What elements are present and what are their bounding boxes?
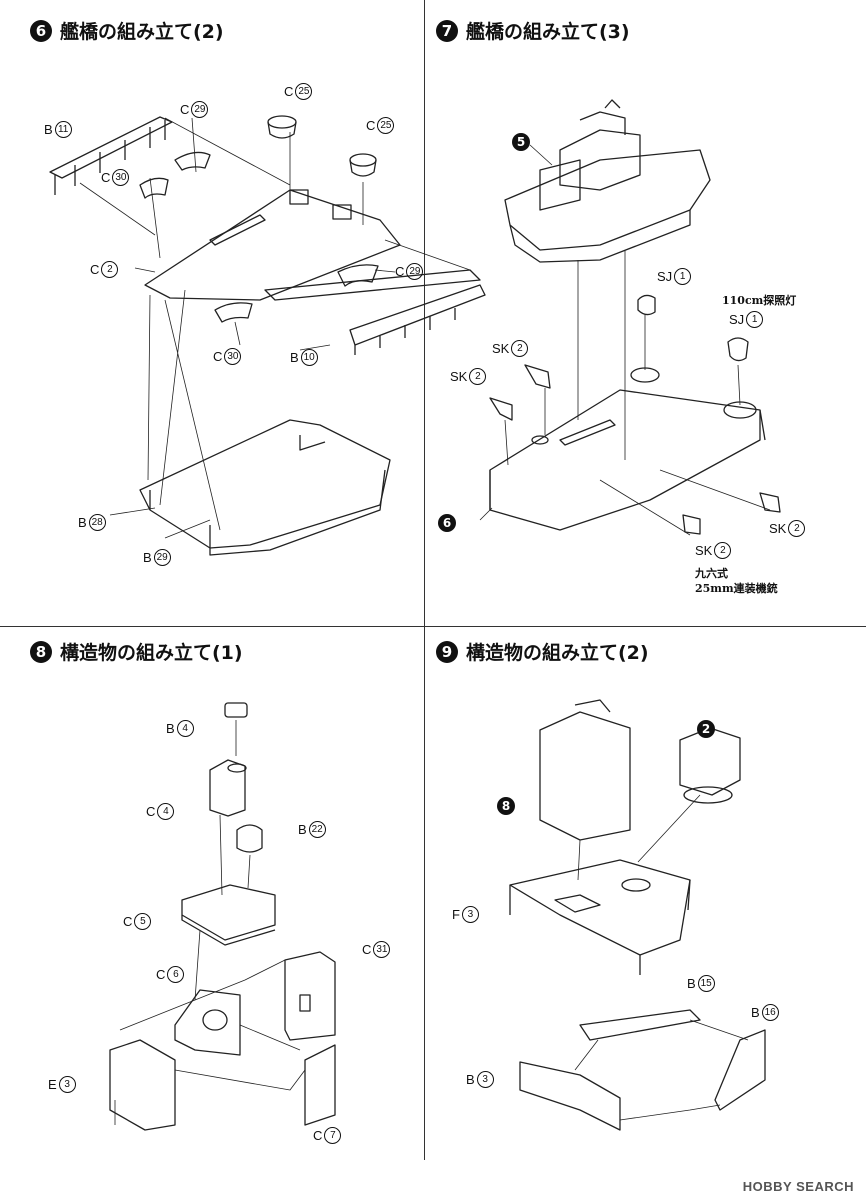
step-6-number: 6 [30,19,52,42]
vertical-divider [424,0,425,1160]
part-c2-platform [144,189,401,301]
part-bridge-assembly [504,149,711,251]
part-b10-rail [264,269,481,301]
part-c31-panel [284,951,336,1041]
watermark-logo: HOBBY SEARCH [742,1179,854,1194]
part-c25-cup-a [267,115,297,129]
part-sj1-searchlight-a [637,294,656,316]
part-c25-cup-b [349,153,377,167]
part-sk2-mg-b [524,364,551,389]
horizontal-divider [0,626,866,627]
part-c6-housing [174,989,241,1056]
part-b28-frame [139,419,391,549]
step-7-title: 7 艦橋の組み立て(3) [436,17,630,44]
part-bridge-deck [489,389,761,531]
ref-step-8: 8 [497,797,515,815]
ref-step-6: 6 [438,514,456,532]
step-6-title: 6 艦橋の組み立て(2) [30,17,224,44]
step-8-heading: 構造物の組み立て(1) [60,642,243,664]
part-sk2-mg-c [759,492,781,513]
part-b22-dome [236,824,263,853]
part-f3-deck [509,859,691,956]
ref-step-2: 2 [697,720,715,738]
step-9-title: 9 構造物の組み立て(2) [436,638,649,665]
part-b3-frame [519,1061,621,1131]
step-9-heading: 構造物の組み立て(2) [466,642,649,664]
part-c29-wing [174,151,211,171]
part-c5-base [181,884,276,941]
step-7-heading: 艦橋の組み立て(3) [466,21,630,43]
part-structure-8 [539,711,631,841]
part-c30-wing [139,177,169,199]
part-b4-cap [224,702,248,718]
part-e3-wall [109,1039,176,1131]
part-sk2-mg-d [682,514,701,535]
part-c4-stack [209,759,246,817]
mg-note-line2: 25mm連装機銃 [695,582,778,595]
step-8-number: 8 [30,640,52,663]
part-sj1-searchlight-b [727,337,749,362]
step-9-number: 9 [436,640,458,663]
part-c7-bracket [304,1044,336,1126]
step-8-title: 8 構造物の組み立て(1) [30,638,243,665]
step-7-number: 7 [436,19,458,42]
part-turret-2 [679,727,741,796]
part-b15-beam [579,1009,701,1041]
ref-step-5: 5 [512,133,530,151]
step-6-heading: 艦橋の組み立て(2) [60,21,224,43]
part-b16-frame [714,1029,766,1111]
mg-note-line1: 九六式 [695,567,728,580]
part-sk2-mg-a [489,397,513,421]
searchlight-note: 110cm探照灯 [722,294,797,307]
